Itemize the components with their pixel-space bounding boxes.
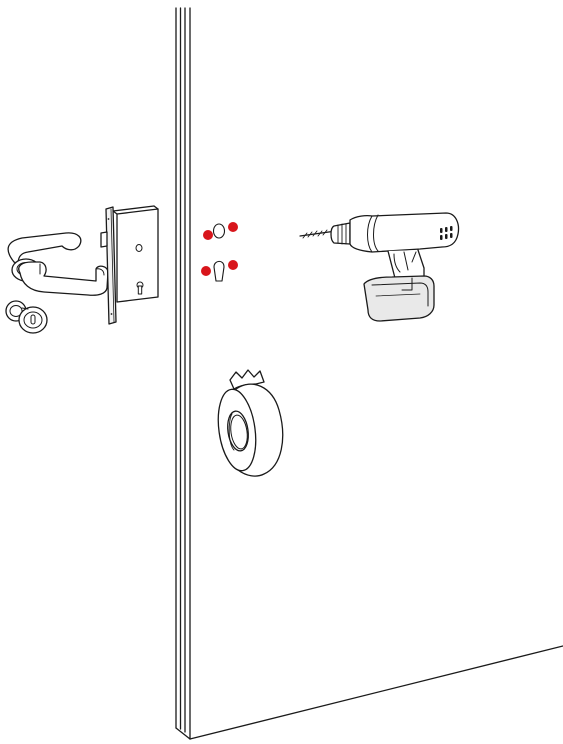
mortise-lock [101,206,158,324]
cordless-drill [300,213,459,321]
marker-dot [228,222,238,232]
door-edge [176,8,190,739]
marker-dot [228,260,238,270]
adhesive-tape-roll [213,370,282,476]
key-cylinder-rosette [6,301,47,333]
door-leaf [190,646,563,739]
marker-dot [203,230,213,240]
drill-hole-template [214,224,225,281]
lever-handle [8,233,108,295]
marker-dot [201,266,211,276]
